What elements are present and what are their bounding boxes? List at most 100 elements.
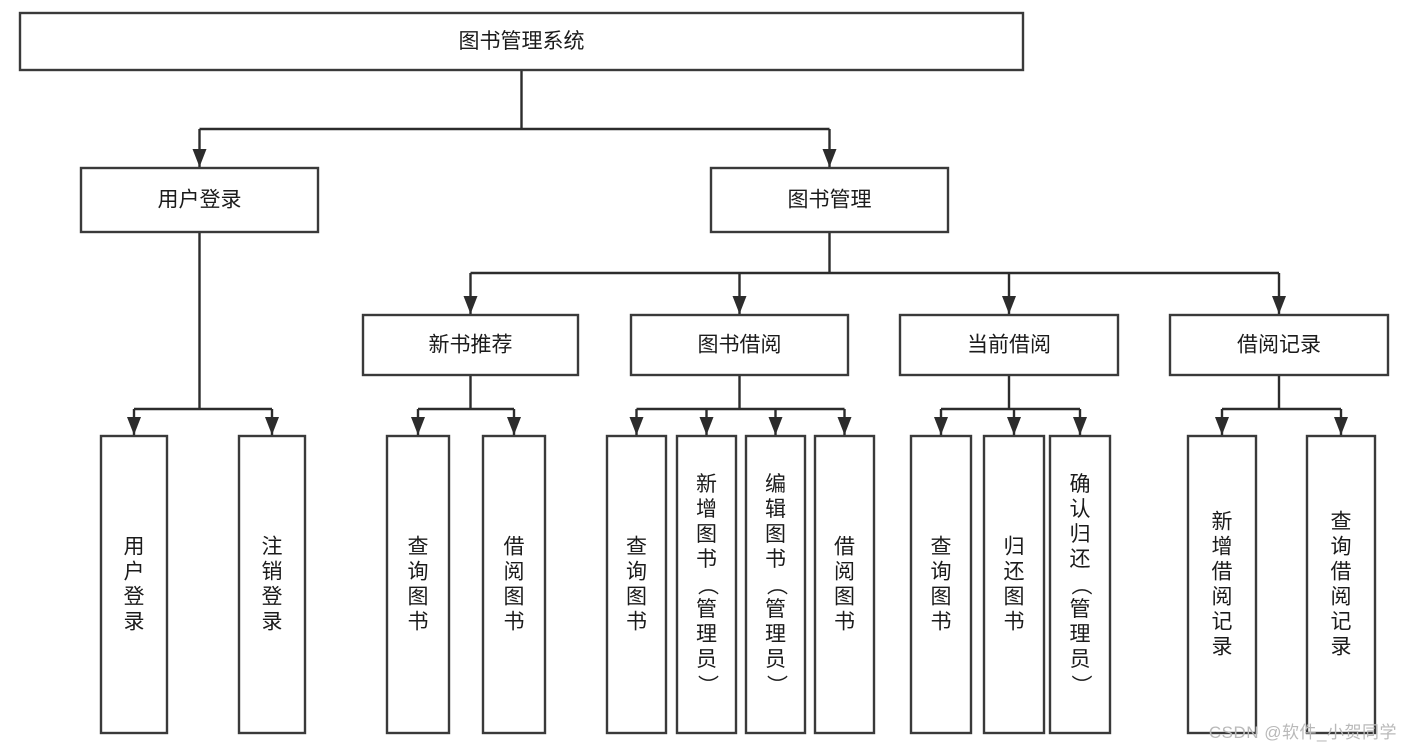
node-rect	[629, 313, 850, 377]
node-rect	[709, 166, 950, 234]
node-rect	[385, 434, 451, 735]
level3-node-0[interactable]: 新书推荐	[361, 313, 580, 377]
node-label-char: 理	[765, 623, 786, 646]
node-label-char: 图	[626, 586, 647, 609]
node-label-char: 书	[1004, 611, 1025, 634]
node-label-char: 认	[1070, 498, 1091, 521]
arrow-head-icon	[837, 417, 852, 435]
node-label-char: 员	[765, 648, 786, 671]
node-label-char: 查	[1331, 511, 1352, 534]
node-label-char: 记	[1331, 611, 1352, 634]
node-label-char: 还	[1070, 548, 1091, 571]
node-label-char: （	[1069, 575, 1092, 596]
node-label-char: 理	[1070, 623, 1091, 646]
node-label-char: 录	[1212, 636, 1233, 659]
node-label-char: 辑	[765, 498, 786, 521]
node-label-char: 图	[504, 586, 525, 609]
level3-node-1[interactable]: 图书借阅	[629, 313, 850, 377]
node-label-char: 阅	[834, 561, 855, 584]
node-label-char: 管	[696, 598, 717, 621]
node-label-char: 书	[834, 611, 855, 634]
node-label-char: 询	[408, 561, 429, 584]
level3-node-3[interactable]: 借阅记录	[1168, 313, 1390, 377]
arrow-head-icon	[732, 296, 747, 314]
node-rect	[675, 434, 738, 735]
node-rect	[898, 313, 1120, 377]
node-label-char: 书	[408, 611, 429, 634]
node-label: 新书推荐	[429, 334, 513, 357]
node-label-char: 记	[1212, 611, 1233, 634]
node-label-char: 查	[931, 536, 952, 559]
node-rect	[79, 166, 320, 234]
node-label-char: 登	[262, 586, 283, 609]
node-label-char: 借	[1331, 561, 1352, 584]
node-label-char: （	[765, 575, 788, 596]
node-label-char: 用	[124, 536, 145, 559]
node-boxes-layer: 图书管理系统用户登录图书管理新书推荐图书借阅当前借阅借阅记录用户登录注销登录查询…	[18, 11, 1390, 735]
arrow-head-icon	[629, 417, 644, 435]
arrow-head-icon	[699, 417, 714, 435]
level2-node-0[interactable]: 用户登录	[79, 166, 320, 234]
node-label-char: 录	[124, 611, 145, 634]
node-label-char: 理	[696, 623, 717, 646]
node-label-char: 销	[262, 561, 283, 584]
node-rect	[1305, 434, 1377, 735]
node-label-char: 书	[696, 548, 717, 571]
connector-lines-layer	[127, 70, 1348, 435]
node-rect	[1048, 434, 1112, 735]
node-rect	[481, 434, 547, 735]
node-label-char: 图	[408, 586, 429, 609]
node-label-char: （	[696, 575, 719, 596]
level2-node-1[interactable]: 图书管理	[709, 166, 950, 234]
root-node-图书管理系统[interactable]: 图书管理系统	[18, 11, 1025, 72]
arrow-head-icon	[127, 417, 141, 435]
arrow-head-icon	[822, 149, 837, 167]
node-label-char: 阅	[1331, 586, 1352, 609]
arrow-head-icon	[507, 417, 521, 435]
node-label: 借阅记录	[1237, 334, 1321, 357]
arrow-head-icon	[768, 417, 783, 435]
node-label-char: 阅	[504, 561, 525, 584]
node-label-char: 注	[262, 536, 283, 559]
node-label-char: 增	[1212, 536, 1233, 559]
node-label-char: 询	[626, 561, 647, 584]
node-label-char: 询	[1331, 536, 1352, 559]
node-rect	[909, 434, 973, 735]
node-label-char: 管	[765, 598, 786, 621]
arrow-head-icon	[1215, 417, 1229, 435]
node-label-char: 借	[504, 536, 525, 559]
level3-node-2[interactable]: 当前借阅	[898, 313, 1120, 377]
node-label-char: 书	[504, 611, 525, 634]
node-label-char: 图	[696, 523, 717, 546]
node-label-char: 确	[1070, 473, 1091, 496]
node-rect	[982, 434, 1046, 735]
node-label-char: 登	[124, 586, 145, 609]
node-rect	[237, 434, 307, 735]
node-label-char: 员	[696, 648, 717, 671]
arrow-head-icon	[1002, 296, 1016, 314]
arrow-head-icon	[1334, 417, 1348, 435]
node-label: 图书管理系统	[459, 30, 585, 53]
node-label-char: 员	[1070, 648, 1091, 671]
node-rect	[1186, 434, 1258, 735]
node-label-char: 询	[931, 561, 952, 584]
arrow-head-icon	[1007, 417, 1021, 435]
leaf-node-0[interactable]: 用户登录	[99, 434, 169, 735]
node-label-char: 书	[931, 611, 952, 634]
node-rect	[1168, 313, 1390, 377]
node-label-char: ）	[696, 675, 719, 696]
